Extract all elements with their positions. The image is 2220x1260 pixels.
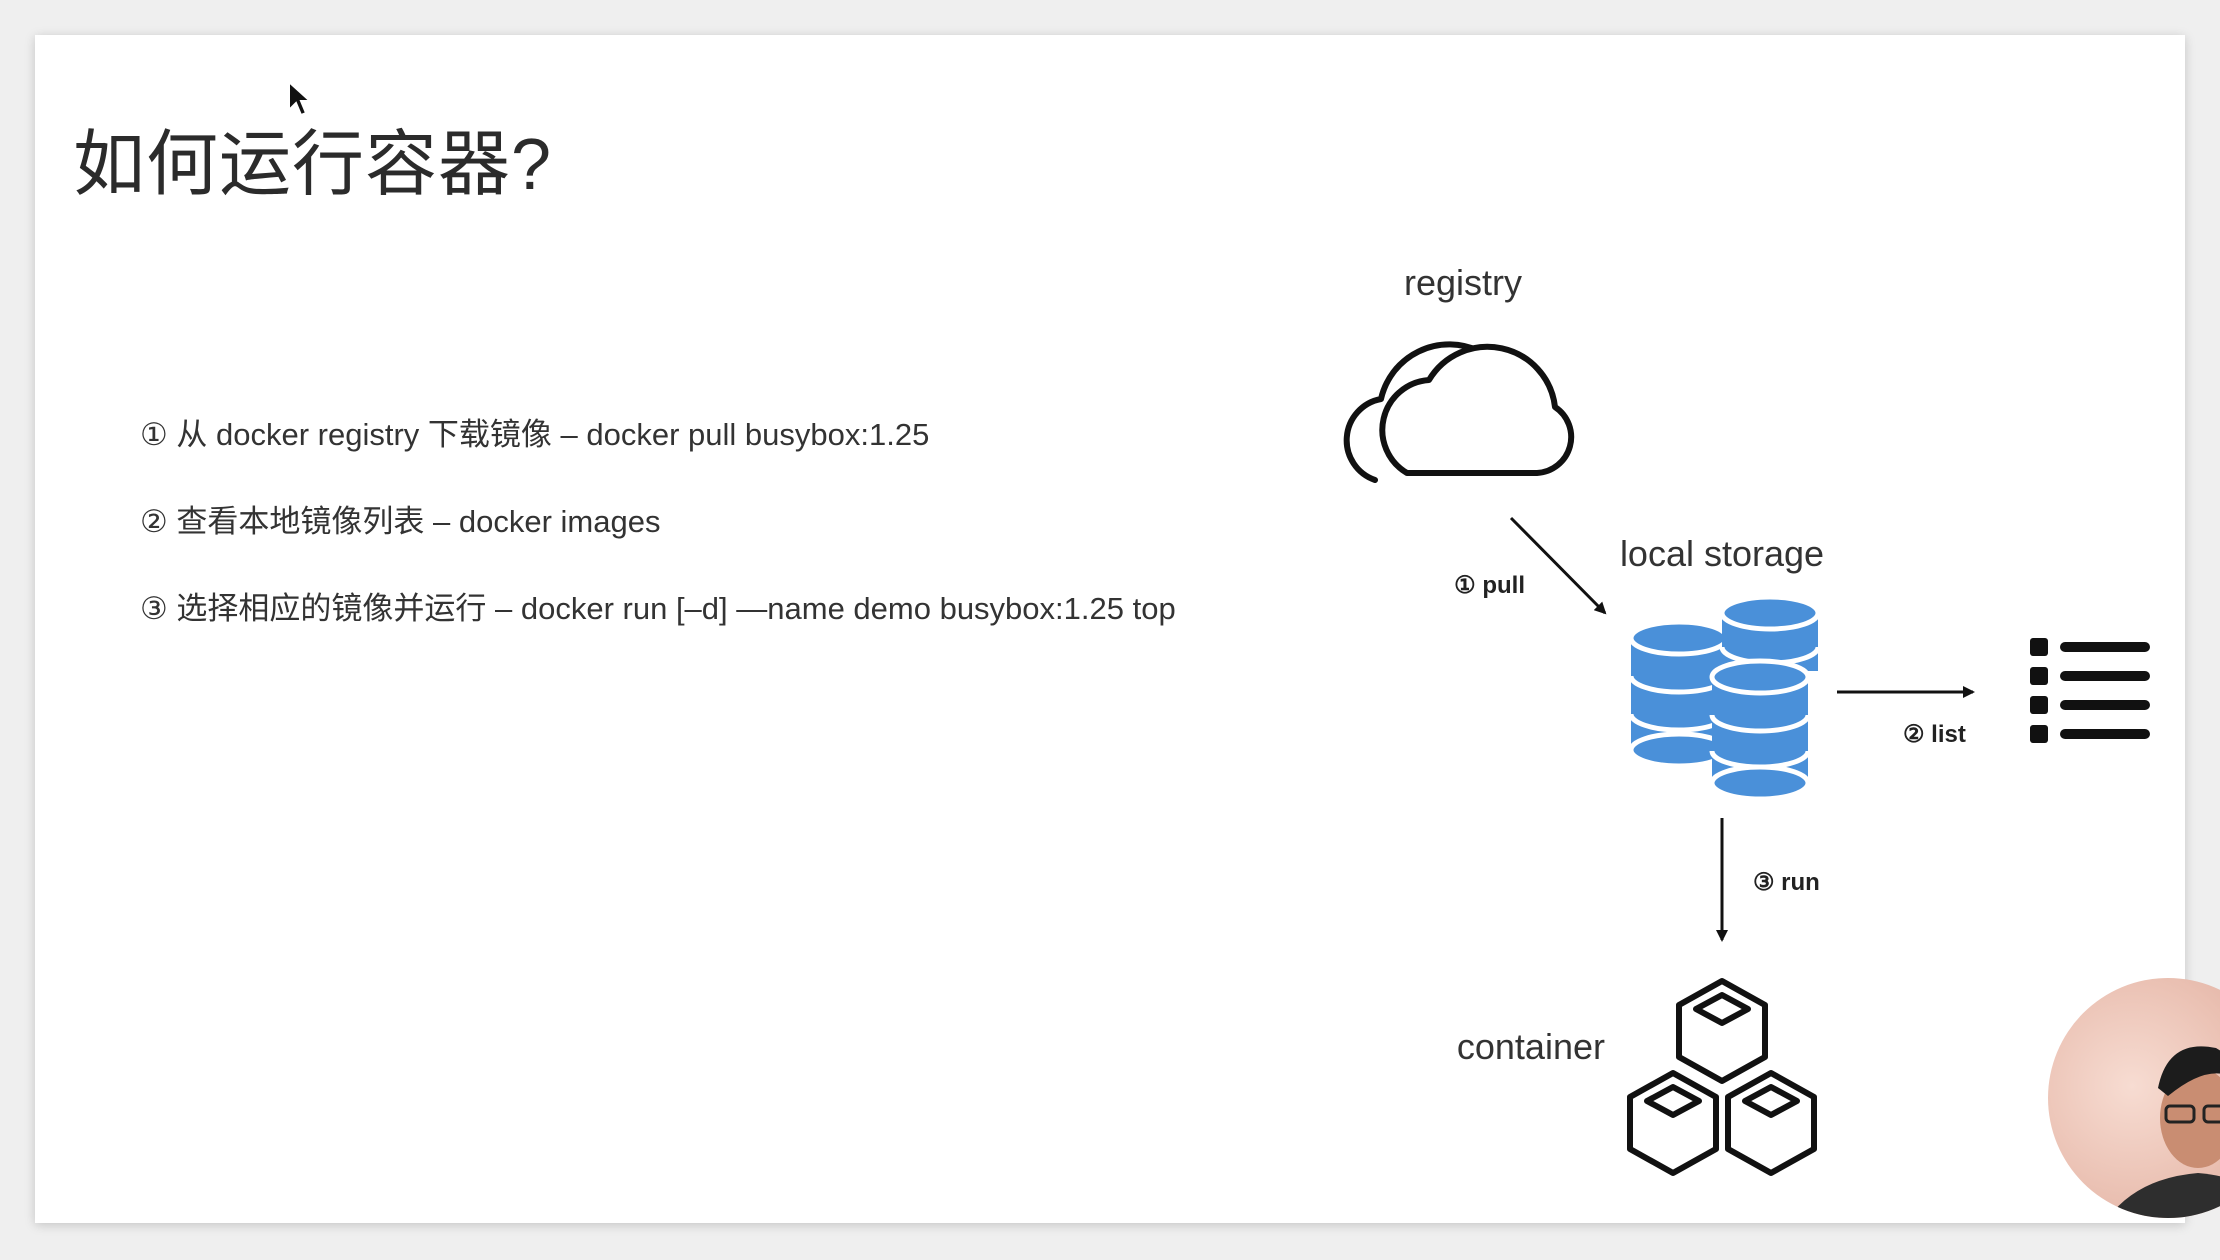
container-label: container — [1457, 1026, 1605, 1067]
container-cubes-icon — [1627, 978, 1817, 1176]
presenter-avatar — [2108, 1046, 2220, 1218]
steps-list: ① 从 docker registry 下载镜像 – docker pull b… — [140, 415, 1176, 676]
cloud-icon — [1343, 341, 1575, 483]
pull-arrow — [1509, 516, 1607, 615]
docker-flow-diagram: registry ① pull local storage — [1343, 262, 2150, 1176]
step-pull: ① 从 docker registry 下载镜像 – docker pull b… — [140, 417, 930, 452]
step-images: ② 查看本地镜像列表 – docker images — [140, 504, 661, 539]
step-run: ③ 选择相应的镜像并运行 – docker run [–d] —name dem… — [140, 591, 1176, 626]
list-label: ② list — [1903, 721, 1966, 748]
list-icon — [2030, 638, 2150, 743]
slide: 如何运行容器? ① 从 docker registry 下载镜像 – docke… — [35, 35, 2185, 1223]
local-storage-label: local storage — [1620, 533, 1824, 574]
run-label: ③ run — [1753, 869, 1820, 896]
registry-label: registry — [1404, 262, 1522, 303]
mouse-cursor-icon — [288, 80, 313, 117]
database-icon — [1628, 594, 1821, 802]
pull-label: ① pull — [1454, 572, 1525, 599]
slide-title: 如何运行容器? — [73, 125, 553, 205]
